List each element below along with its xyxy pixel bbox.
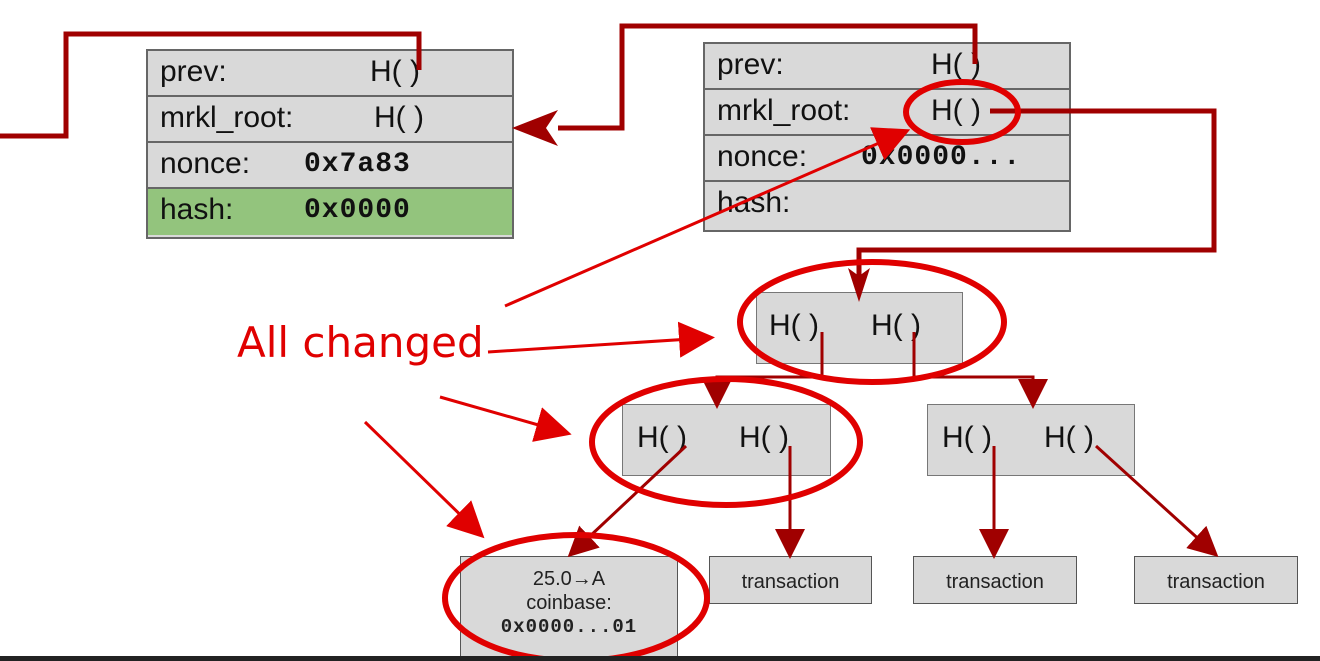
tree-edges <box>567 332 1219 559</box>
right-prev-row: prev: H( ) <box>705 44 1069 90</box>
left-nonce-label: nonce: <box>160 147 251 180</box>
mrkl-root-pointer <box>848 108 1217 302</box>
transaction-leaf-1: transaction <box>709 556 872 604</box>
right-mrkl-value: H( ) <box>931 94 981 127</box>
right-prev-pointer <box>512 23 978 146</box>
transaction-2-label: transaction <box>946 571 1044 593</box>
coinbase-value: 0x0000...01 <box>500 616 638 638</box>
mid-left-left-hash: H( ) <box>637 421 687 454</box>
highlight-mid-left-node <box>589 376 863 508</box>
coinbase-leaf: 25.0→A coinbase: 0x0000...01 <box>460 556 678 660</box>
left-block: prev: H( ) mrkl_root: H( ) nonce: 0x7a83… <box>146 49 514 239</box>
highlight-mrkl-value <box>903 79 1021 145</box>
left-hash-label: hash: <box>160 193 234 226</box>
left-prev-row: prev: H( ) <box>148 51 512 97</box>
right-hash-label: hash: <box>717 186 791 219</box>
left-mrkl-row: mrkl_root: H( ) <box>148 97 512 143</box>
left-nonce-row: nonce: 0x7a83 <box>148 143 512 189</box>
change-highlights <box>442 79 1021 661</box>
annotation-arrows <box>363 127 911 539</box>
highlight-coinbase-leaf <box>442 532 710 661</box>
transaction-leaf-3: transaction <box>1134 556 1298 604</box>
all-changed-annotation: All changed <box>237 318 484 367</box>
merkle-mid-left-node: H( ) H( ) <box>622 404 831 476</box>
left-mrkl-label: mrkl_root: <box>160 101 294 134</box>
transaction-leaf-2: transaction <box>913 556 1077 604</box>
right-block: prev: H( ) mrkl_root: H( ) nonce: 0x0000… <box>703 42 1071 232</box>
left-prev-label: prev: <box>160 55 227 88</box>
mid-right-right-hash: H( ) <box>1044 421 1094 454</box>
merkle-mid-right-node: H( ) H( ) <box>927 404 1135 476</box>
merkle-root-node: H( ) H( ) <box>756 292 963 364</box>
coinbase-label: coinbase: <box>526 592 612 614</box>
coinbase-amount: 25.0→A <box>532 568 606 590</box>
root-left-hash: H( ) <box>769 309 819 342</box>
left-hash-value: 0x0000 <box>304 195 411 226</box>
left-nonce-value: 0x7a83 <box>304 149 411 180</box>
highlight-root-node <box>737 259 1007 385</box>
transaction-1-label: transaction <box>741 571 840 593</box>
right-hash-row: hash: <box>705 182 1069 228</box>
left-prev-value: H( ) <box>370 55 420 88</box>
right-nonce-row: nonce: 0x0000... <box>705 136 1069 182</box>
right-nonce-label: nonce: <box>717 140 808 173</box>
transaction-3-label: transaction <box>1167 571 1265 593</box>
left-mrkl-value: H( ) <box>374 101 424 134</box>
right-mrkl-label: mrkl_root: <box>717 94 851 127</box>
mid-right-left-hash: H( ) <box>942 421 992 454</box>
bottom-edge-bar <box>0 656 1320 661</box>
mid-left-right-hash: H( ) <box>739 421 789 454</box>
left-prev-pointer <box>0 31 422 139</box>
right-prev-label: prev: <box>717 48 784 81</box>
left-hash-row: hash: 0x0000 <box>148 189 512 235</box>
